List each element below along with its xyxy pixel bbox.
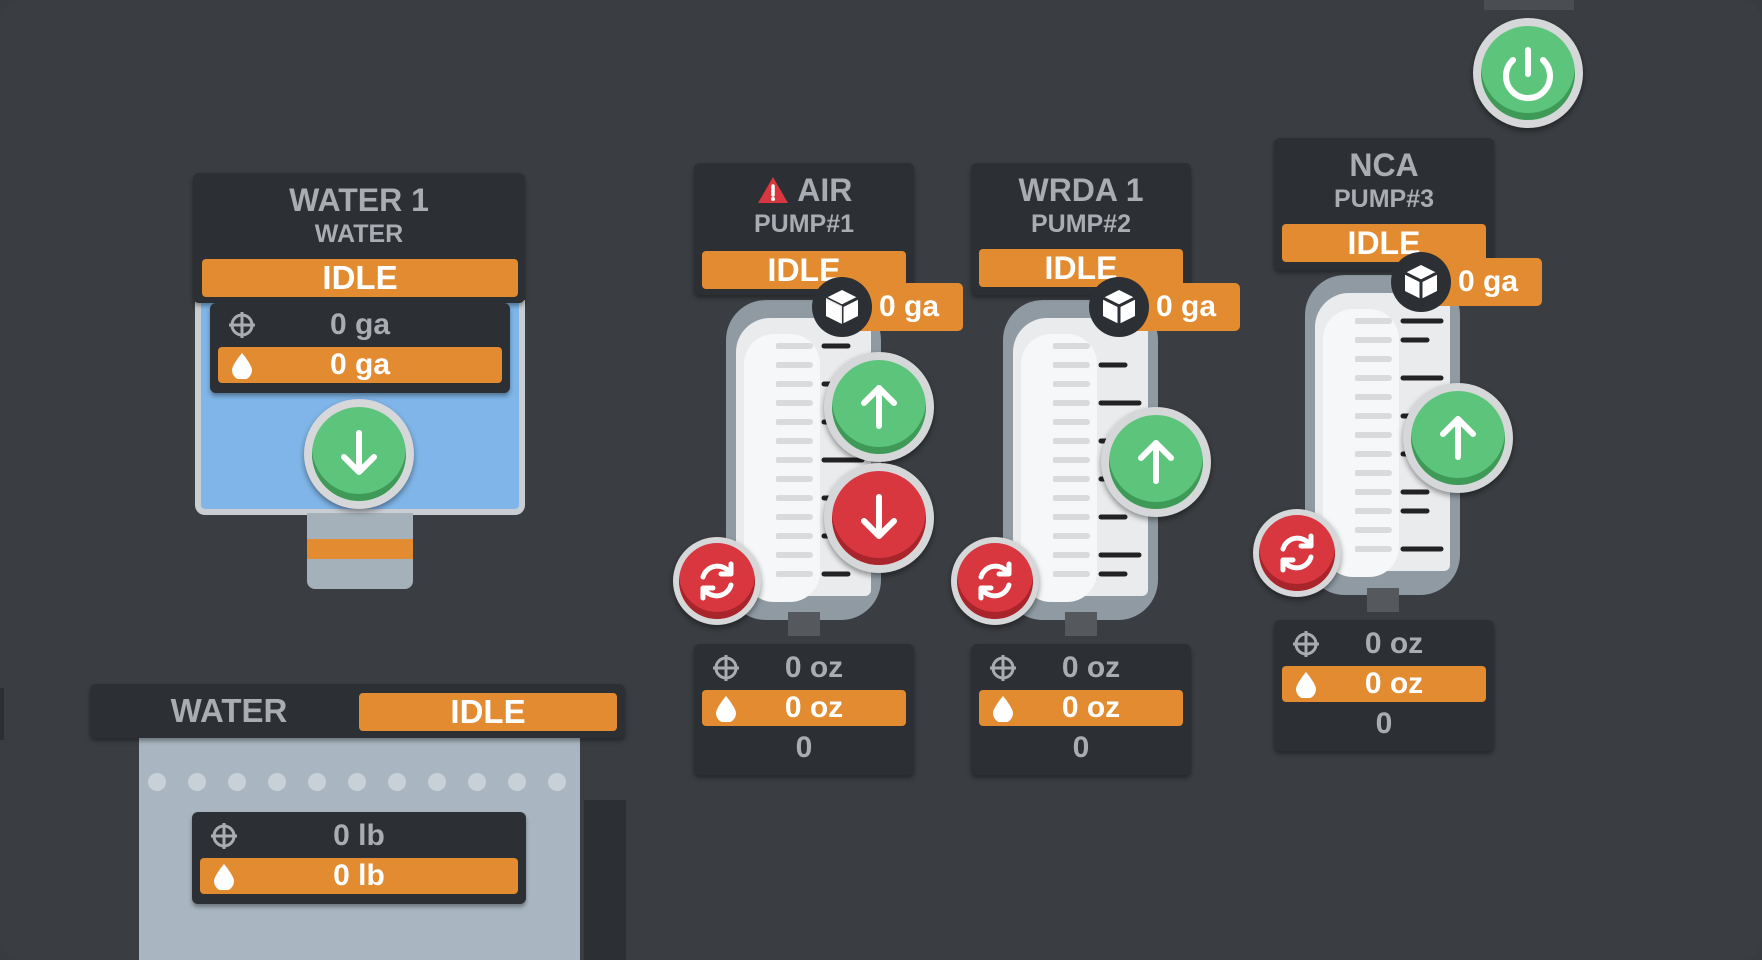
pump-1-count: 0 — [795, 731, 813, 764]
pump-1-actual-value: 0 oz — [784, 691, 844, 724]
scale-name: WATER — [170, 692, 288, 729]
tank-drain-button[interactable] — [304, 399, 414, 509]
pump-2-count: 0 — [1072, 731, 1090, 764]
pump-3-readout: 0 oz 0 oz 0 — [1274, 620, 1494, 751]
droplet-icon — [716, 696, 736, 722]
pump-3-target-value: 0 oz — [1364, 627, 1424, 660]
pump-1-target-value: 0 oz — [784, 651, 844, 684]
pump-3-reset-button[interactable] — [1253, 509, 1341, 597]
tank-status-badge: IDLE — [202, 259, 518, 297]
arrow-up-icon — [1138, 440, 1174, 484]
pump-3-up-button[interactable] — [1403, 383, 1513, 493]
hopper-dots — [148, 773, 566, 791]
tank-readout: 0 ga 0 ga — [210, 303, 510, 393]
pump-2-target-row: 0 oz — [979, 650, 1183, 686]
pump-1-stem — [788, 612, 820, 636]
pump-2-reset-button[interactable] — [951, 537, 1039, 625]
scale-target-value: 0 lb — [333, 819, 385, 852]
pump-3-count: 0 — [1375, 707, 1393, 740]
scale-readout: 0 lb 0 lb — [192, 812, 526, 904]
crosshair-icon — [713, 655, 739, 681]
pump-3-target-row: 0 oz — [1282, 626, 1486, 662]
pump-1-cube — [812, 277, 872, 337]
scale-actual-value: 0 lb — [333, 859, 385, 892]
power-button[interactable] — [1473, 18, 1583, 128]
tank-actual-row: 0 ga — [218, 347, 502, 383]
pump-2-actual-row: 0 oz — [979, 690, 1183, 726]
hopper-side-rail — [584, 800, 626, 960]
pump-2-name: WRDA 1 — [1018, 172, 1144, 208]
pump-2-target-value: 0 oz — [1061, 651, 1121, 684]
water-tank-header: WATER 1 WATER — [193, 173, 525, 303]
tank-outlet — [307, 513, 413, 589]
droplet-icon — [232, 353, 252, 379]
pump-2-status-badge: IDLE — [979, 249, 1183, 287]
scale-header: WATER IDLE — [90, 684, 625, 738]
crosshair-icon — [990, 655, 1016, 681]
pump-2-readout: 0 oz 0 oz 0 — [971, 644, 1191, 775]
pump-1-up-button[interactable] — [824, 352, 934, 462]
scale-status-badge: IDLE — [359, 693, 617, 731]
scale-actual-row: 0 lb — [200, 858, 518, 894]
droplet-icon — [993, 696, 1013, 722]
pump-1-down-button[interactable] — [824, 463, 934, 573]
warning-icon — [757, 177, 788, 203]
pump-2-stem — [1065, 612, 1097, 636]
pump-1-readout: 0 oz 0 oz 0 — [694, 644, 914, 775]
pump-2-subtitle: PUMP#2 — [1030, 210, 1132, 238]
refresh-icon — [1280, 533, 1314, 573]
refresh-icon — [700, 561, 734, 601]
tank-actual-value: 0 ga — [329, 348, 391, 381]
crosshair-icon — [1293, 631, 1319, 657]
power-icon — [1503, 47, 1553, 102]
arrow-up-icon — [861, 385, 897, 429]
tank-target-value: 0 ga — [329, 308, 391, 341]
pump-1-target-row: 0 oz — [702, 650, 906, 686]
pump-3-status-badge: IDLE — [1282, 224, 1486, 262]
arrow-up-icon — [1440, 416, 1476, 460]
cube-icon — [825, 290, 859, 324]
arrow-down-icon — [341, 430, 377, 475]
pump-2-actual-value: 0 oz — [1061, 691, 1121, 724]
pump-3-actual-row: 0 oz — [1282, 666, 1486, 702]
crosshair-icon — [229, 312, 255, 338]
arrow-down-icon — [861, 494, 897, 539]
cube-icon — [1404, 265, 1438, 299]
pump-3-subtitle: PUMP#3 — [1333, 185, 1435, 213]
pump-2-cube — [1089, 277, 1149, 337]
pump-1-name: AIR — [797, 172, 853, 208]
cube-icon — [1102, 290, 1136, 324]
droplet-icon — [214, 864, 234, 890]
pump-1-reset-button[interactable] — [673, 537, 761, 625]
tank-target-row: 0 ga — [218, 307, 502, 343]
left-edge-tab — [0, 688, 4, 740]
pump-3-actual-value: 0 oz — [1364, 667, 1424, 700]
pump-3-stem — [1367, 588, 1399, 612]
droplet-icon — [1296, 672, 1316, 698]
top-tab — [1484, 0, 1574, 10]
scale-target-row: 0 lb — [200, 818, 518, 854]
tank-name: WATER 1 — [289, 182, 429, 218]
pump-1-status-badge: IDLE — [702, 251, 906, 289]
pump-3-name: NCA — [1349, 147, 1419, 183]
refresh-icon — [978, 561, 1012, 601]
pump-1-actual-row: 0 oz — [702, 690, 906, 726]
crosshair-icon — [211, 823, 237, 849]
pump-1-subtitle: PUMP#1 — [753, 210, 855, 238]
pump-3-cube — [1391, 252, 1451, 312]
tank-type: WATER — [314, 220, 404, 248]
pump-2-up-button[interactable] — [1101, 407, 1211, 517]
